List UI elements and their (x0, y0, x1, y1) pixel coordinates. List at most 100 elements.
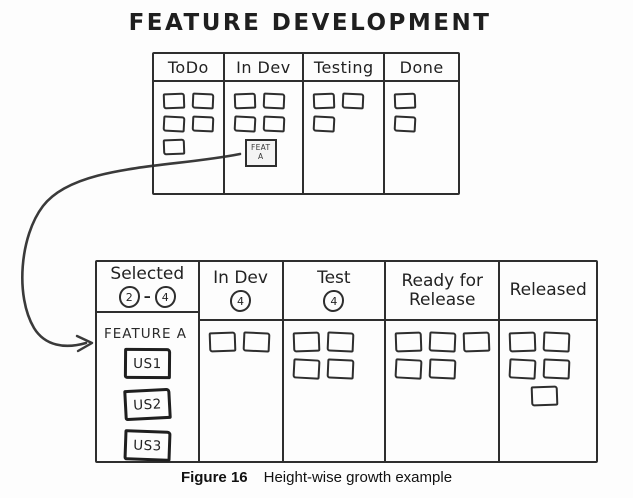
card-row (509, 331, 596, 353)
sticky-card (462, 331, 491, 353)
sticky-card (428, 358, 457, 380)
column-header-selected: Selected 2–4 (97, 262, 198, 313)
column-label: Ready for Release (401, 270, 483, 310)
column-indev-top: In Dev FEAT A (224, 54, 305, 193)
user-story-card: US2 (123, 387, 173, 422)
wip-limit-circle: 4 (323, 290, 345, 313)
sticky-card (191, 92, 215, 110)
sticky-card (326, 331, 354, 353)
feature-a-card: FEAT A (244, 139, 277, 167)
card-row (233, 115, 302, 133)
column-label: Test (317, 267, 351, 288)
column-header-released: Released (500, 262, 596, 321)
sticky-card (394, 331, 423, 353)
column-header-todo: ToDo (154, 54, 223, 82)
card-row (162, 115, 223, 133)
user-story-card: US1 (124, 347, 172, 380)
column-label: Selected (110, 263, 185, 284)
column-header-indev-bottom: In Dev 4 (199, 262, 282, 321)
wip-limit: 2–4 (118, 286, 176, 309)
card-row (394, 358, 498, 380)
card-row (508, 358, 596, 380)
sticky-card (292, 331, 320, 353)
wip-limit-circle: 2 (118, 286, 140, 309)
column-label: ToDo (167, 57, 209, 77)
column-label: In Dev (236, 57, 291, 77)
wip-limit-circle: 4 (230, 290, 252, 313)
feat-card-line2: A (257, 152, 264, 161)
figure-caption-text: Height-wise growth example (263, 469, 453, 486)
column-indev-bottom: In Dev 4 (199, 262, 284, 461)
sticky-card (162, 92, 186, 110)
card-row (509, 385, 596, 407)
sticky-card (542, 358, 571, 380)
sticky-card (262, 115, 286, 133)
column-todo: ToDo (154, 54, 225, 193)
column-header-test: Test 4 (283, 262, 385, 321)
column-header-testing: Testing (304, 54, 384, 82)
feat-card-line1: FEAT (250, 143, 271, 153)
column-cards-released (500, 321, 596, 461)
column-cards-test (284, 321, 385, 461)
card-row (162, 92, 223, 110)
sticky-card (208, 331, 236, 353)
sticky-card (312, 115, 336, 133)
sticky-card (509, 331, 537, 353)
column-testing: Testing (304, 54, 386, 193)
feature-development-board: ToDo In Dev FEAT A Testing (152, 52, 460, 195)
column-done: Done (385, 54, 458, 193)
column-cards-indev-bottom (200, 321, 282, 461)
sticky-card (394, 115, 417, 133)
column-released: Released (500, 262, 596, 461)
column-cards-done (385, 82, 458, 193)
sticky-card (542, 331, 571, 353)
column-label: Done (399, 57, 444, 77)
card-row (312, 115, 383, 133)
sticky-card (341, 92, 365, 110)
column-cards-todo (154, 82, 223, 193)
column-label: Testing (313, 57, 374, 77)
column-header-done: Done (385, 54, 458, 82)
sticky-card (262, 92, 286, 110)
sticky-card (394, 92, 417, 110)
sticky-card (242, 331, 270, 353)
sticky-card (394, 358, 423, 380)
wip-limit: 4 (230, 290, 252, 313)
card-row (394, 115, 458, 133)
card-row (292, 331, 385, 353)
sticky-card (508, 358, 537, 380)
column-ready-for-release: Ready for Release (386, 262, 501, 461)
card-row (394, 92, 458, 110)
sticky-card (326, 358, 354, 380)
arrow-head-icon (75, 334, 94, 353)
sticky-card (428, 331, 457, 353)
figure-number: Figure 16 (180, 469, 248, 486)
column-header-indev-top: In Dev (224, 54, 303, 82)
user-story-card: US3 (123, 429, 172, 462)
card-row (312, 92, 383, 110)
sticky-card (233, 92, 256, 110)
card-row (394, 331, 498, 353)
sticky-card (162, 115, 186, 133)
feature-a-label: FEATURE A (104, 326, 188, 342)
column-test: Test 4 (283, 262, 387, 461)
wip-range-dash: – (143, 288, 151, 305)
sticky-card (312, 92, 336, 110)
sticky-card (162, 138, 186, 156)
wip-limit-circle: 4 (154, 286, 176, 309)
column-header-ready-for-release: Ready for Release (386, 262, 499, 321)
card-row (233, 92, 302, 110)
figure-caption: Figure 16 Height-wise growth example (0, 469, 633, 486)
column-cards-testing (304, 82, 383, 193)
column-cards-ready-for-release (386, 321, 498, 461)
wip-limit: 4 (323, 290, 345, 313)
sticky-card (292, 358, 321, 380)
column-label: In Dev (213, 267, 268, 288)
column-cards-indev-top: FEAT A (225, 82, 302, 193)
sticky-card (233, 115, 257, 133)
